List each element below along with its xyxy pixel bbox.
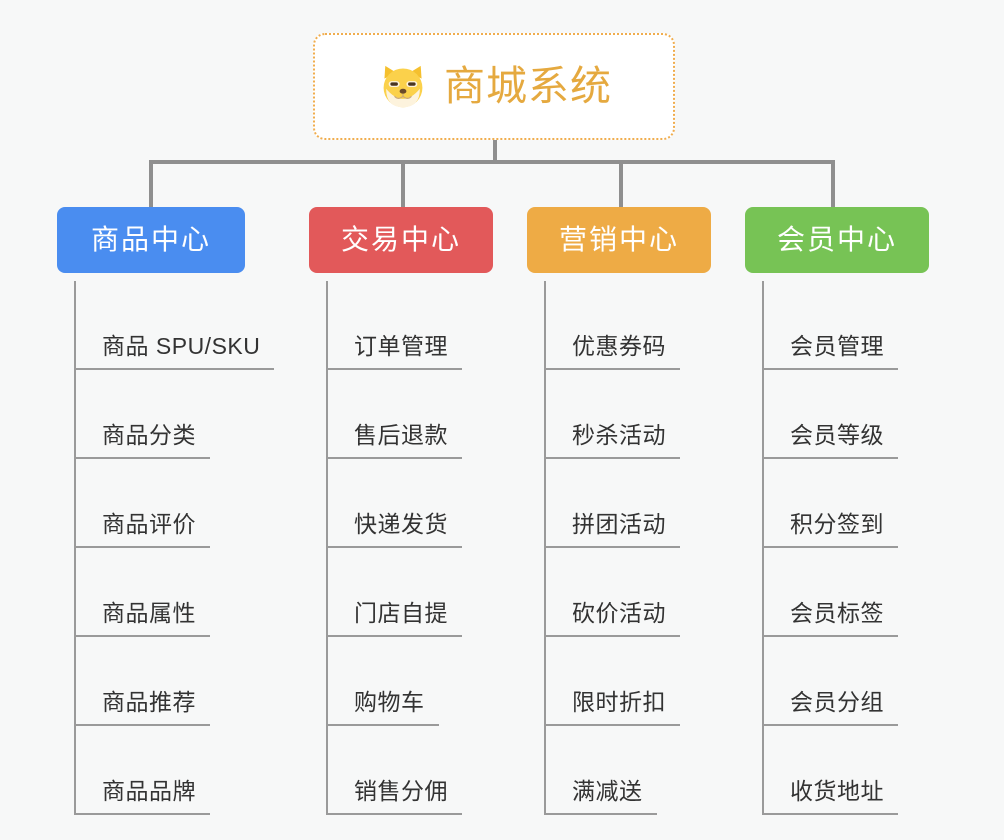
leaf-item[interactable]: 商品 SPU/SKU [57,281,317,370]
leaf-item[interactable]: 会员标签 [745,548,995,637]
leaf-label: 商品品牌 [102,778,196,804]
branch-column-trade-center: 交易中心 订单管理 售后退款 快递发货 门店自提 购物车 [309,207,559,815]
branch-spine [74,281,76,815]
leaf-label: 优惠券码 [572,333,666,359]
connector-drop-1 [149,160,153,208]
leaf-item[interactable]: 积分签到 [745,459,995,548]
shiba-dog-icon [376,60,430,114]
connector-root-vertical [493,140,497,163]
leaf-label: 限时折扣 [572,689,666,715]
leaf-underline [74,546,210,548]
leaf-label: 商品分类 [102,422,196,448]
leaf-underline [762,546,898,548]
leaf-underline [74,457,210,459]
leaf-item[interactable]: 商品评价 [57,459,317,548]
leaf-label: 秒杀活动 [572,422,666,448]
leaf-item[interactable]: 限时折扣 [527,637,777,726]
leaf-underline [544,546,680,548]
branch-spine [762,281,764,815]
leaf-label: 门店自提 [354,600,448,626]
leaf-underline [326,457,462,459]
leaf-underline [762,813,898,815]
branch-column-marketing-center: 营销中心 优惠券码 秒杀活动 拼团活动 砍价活动 限时折扣 [527,207,777,815]
leaf-item[interactable]: 门店自提 [309,548,559,637]
leaf-underline [326,724,439,726]
leaf-label: 积分签到 [790,511,884,537]
leaf-underline [326,546,462,548]
leaf-underline [762,635,898,637]
leaf-underline [74,635,210,637]
leaf-underline [326,813,462,815]
leaf-label: 收货地址 [790,778,884,804]
leaf-item[interactable]: 会员分组 [745,637,995,726]
leaf-label: 拼团活动 [572,511,666,537]
branch-header-marketing-center[interactable]: 营销中心 [527,207,711,273]
leaf-underline [762,368,898,370]
branch-spine [544,281,546,815]
branch-spine [326,281,328,815]
leaf-label: 商品推荐 [102,689,196,715]
leaf-item[interactable]: 售后退款 [309,370,559,459]
leaf-underline [74,368,275,370]
leaf-label: 商品评价 [102,511,196,537]
leaf-item[interactable]: 商品推荐 [57,637,317,726]
leaf-item[interactable]: 订单管理 [309,281,559,370]
leaf-underline [762,724,898,726]
leaf-item[interactable]: 秒杀活动 [527,370,777,459]
branch-header-trade-center[interactable]: 交易中心 [309,207,493,273]
leaf-item[interactable]: 收货地址 [745,726,995,815]
connector-horizontal-bus [149,160,835,164]
leaf-underline [544,635,680,637]
connector-drop-2 [401,160,405,208]
root-title: 商城系统 [444,63,612,109]
leaf-label: 满减送 [572,778,643,804]
leaf-underline [326,635,462,637]
leaf-label: 会员等级 [790,422,884,448]
leaf-underline [74,813,210,815]
leaf-underline [74,724,210,726]
leaf-underline [544,724,680,726]
branch-body-marketing-center: 优惠券码 秒杀活动 拼团活动 砍价活动 限时折扣 满减送 [527,273,777,815]
leaf-item[interactable]: 拼团活动 [527,459,777,548]
connector-drop-4 [831,160,835,208]
leaf-label: 快递发货 [354,511,448,537]
leaf-underline [544,457,680,459]
branch-header-product-center[interactable]: 商品中心 [57,207,245,273]
leaf-label: 订单管理 [354,333,448,359]
leaf-item[interactable]: 销售分佣 [309,726,559,815]
leaf-label: 会员标签 [790,600,884,626]
leaf-label: 售后退款 [354,422,448,448]
branch-body-product-center: 商品 SPU/SKU 商品分类 商品评价 商品属性 商品推荐 商品品牌 [57,273,317,815]
leaf-underline [544,368,680,370]
leaf-label: 会员管理 [790,333,884,359]
leaf-item[interactable]: 商品属性 [57,548,317,637]
branch-body-member-center: 会员管理 会员等级 积分签到 会员标签 会员分组 收货地址 [745,273,995,815]
leaf-label: 会员分组 [790,689,884,715]
leaf-item[interactable]: 快递发货 [309,459,559,548]
leaf-item[interactable]: 商品分类 [57,370,317,459]
leaf-label: 购物车 [354,689,425,715]
branch-body-trade-center: 订单管理 售后退款 快递发货 门店自提 购物车 销售分佣 [309,273,559,815]
leaf-label: 商品属性 [102,600,196,626]
leaf-item[interactable]: 商品品牌 [57,726,317,815]
branch-column-product-center: 商品中心 商品 SPU/SKU 商品分类 商品评价 商品属性 商品推荐 [57,207,317,815]
branch-column-member-center: 会员中心 会员管理 会员等级 积分签到 会员标签 会员分组 [745,207,995,815]
leaf-item[interactable]: 优惠券码 [527,281,777,370]
root-node[interactable]: 商城系统 [313,33,675,140]
branch-header-member-center[interactable]: 会员中心 [745,207,929,273]
leaf-item[interactable]: 砍价活动 [527,548,777,637]
leaf-underline [326,368,462,370]
leaf-label: 商品 SPU/SKU [102,333,261,359]
leaf-underline [544,813,657,815]
leaf-label: 销售分佣 [354,778,448,804]
connector-drop-3 [619,160,623,208]
leaf-label: 砍价活动 [572,600,666,626]
leaf-item[interactable]: 购物车 [309,637,559,726]
leaf-item[interactable]: 会员管理 [745,281,995,370]
leaf-item[interactable]: 满减送 [527,726,777,815]
leaf-item[interactable]: 会员等级 [745,370,995,459]
leaf-underline [762,457,898,459]
